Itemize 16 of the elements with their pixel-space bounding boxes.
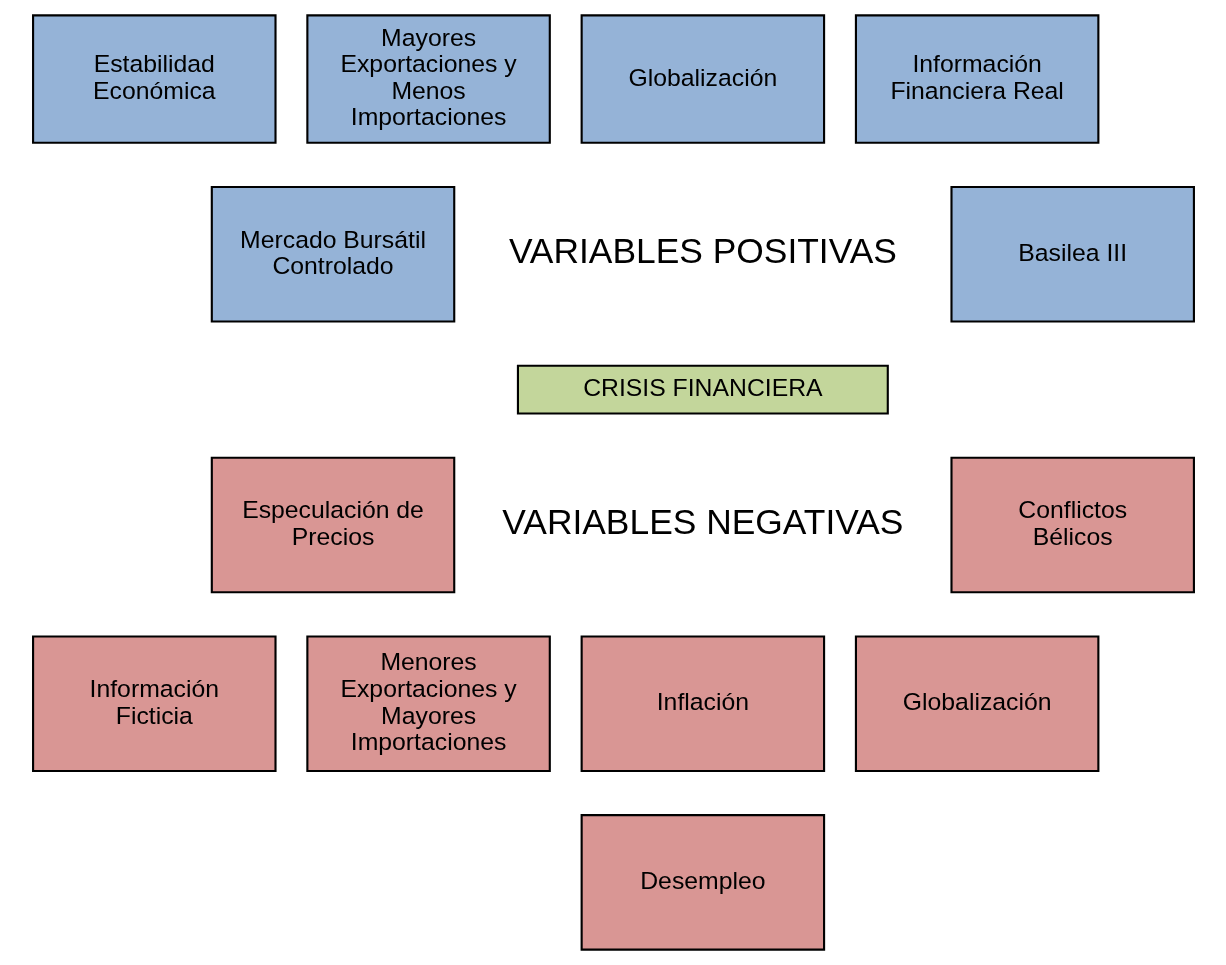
node-box: Estabilidad Económica	[31, 14, 277, 144]
node-box: Especulación de Precios	[210, 456, 455, 594]
node-box: CRISIS FINANCIERA	[516, 364, 889, 415]
node-box: Globalización	[580, 14, 825, 144]
node-box: Basilea III	[949, 185, 1195, 323]
label: VARIABLES NEGATIVAS	[501, 501, 903, 541]
node-box: Inflación	[580, 635, 825, 772]
node-box: Conflictos Bélicos	[949, 456, 1195, 594]
node-box: Globalización	[854, 635, 1099, 772]
node-box: Mayores Exportaciones y Menos Importaciones	[305, 14, 551, 144]
node-box: Información Financiera Real	[854, 14, 1099, 144]
label: VARIABLES POSITIVAS	[508, 231, 897, 271]
node-box: Desempleo	[580, 814, 825, 951]
node-box: Mercado Bursátil Controlado	[210, 185, 455, 323]
node-box: Información Ficticia	[31, 635, 277, 772]
node-box: Menores Exportaciones y Mayores Importaciones	[305, 635, 551, 772]
